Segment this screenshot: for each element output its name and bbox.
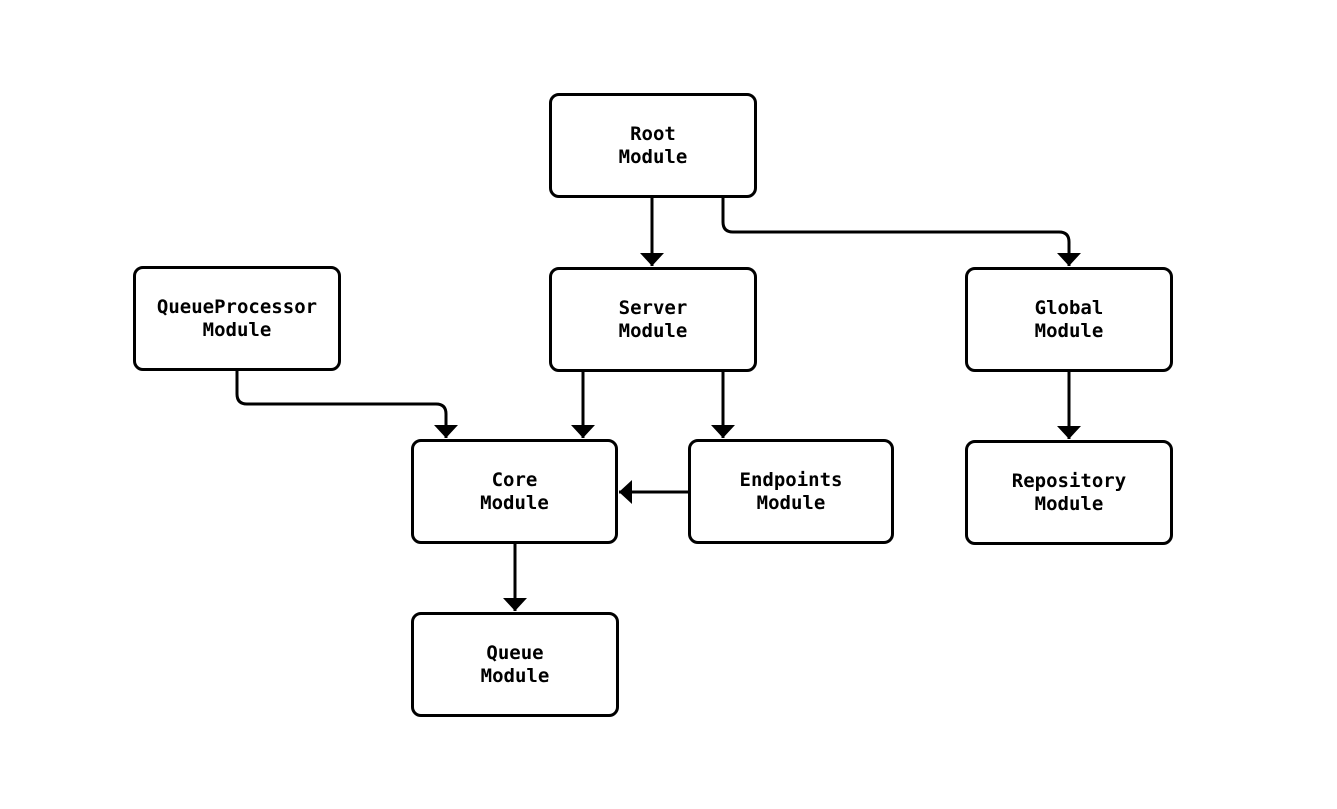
node-label: Core Module	[480, 469, 549, 514]
node-label: Endpoints Module	[739, 469, 843, 514]
node-server-module: Server Module	[549, 267, 757, 372]
edge-root-to-global	[721, 198, 1081, 266]
node-repository-module: Repository Module	[965, 440, 1173, 545]
node-label: Repository Module	[1011, 470, 1127, 515]
node-queue-module: Queue Module	[411, 612, 619, 717]
node-label: QueueProcessor Module	[156, 296, 318, 341]
node-queueprocessor-module: QueueProcessor Module	[133, 266, 341, 371]
edge-queueprocessor-to-core	[235, 371, 458, 438]
node-label: Server Module	[618, 297, 688, 342]
node-core-module: Core Module	[411, 439, 618, 544]
node-label: Root Module	[618, 123, 688, 168]
node-global-module: Global Module	[965, 267, 1173, 372]
node-label: Queue Module	[480, 642, 550, 687]
node-endpoints-module: Endpoints Module	[688, 439, 894, 544]
node-root-module: Root Module	[549, 93, 757, 198]
node-label: Global Module	[1034, 297, 1104, 342]
